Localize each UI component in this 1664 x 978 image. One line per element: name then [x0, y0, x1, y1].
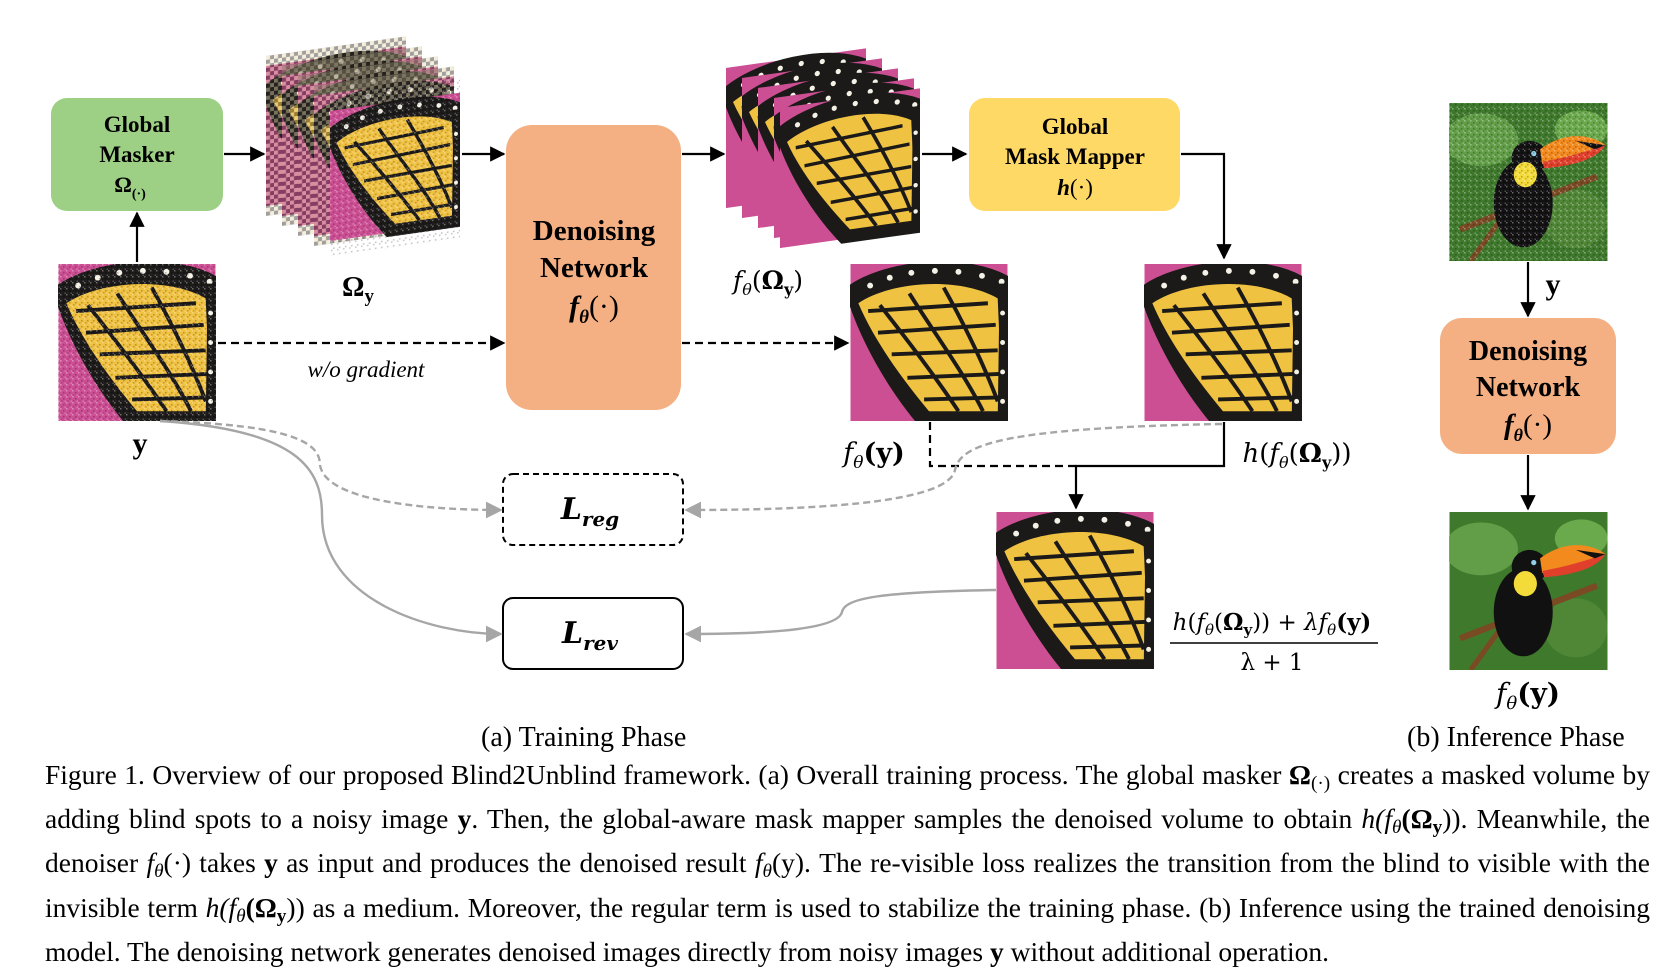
inference-output-image: [1444, 512, 1607, 670]
fraction-numerator: h(fθ(Ωy)) + λfθ(y): [1173, 609, 1372, 639]
mapper-line1: Global: [1042, 114, 1108, 139]
svg-text:Lreg: Lreg: [560, 492, 619, 531]
masked-volume-stack: [266, 36, 460, 256]
inference-fy-label: fθ(y): [1494, 677, 1560, 714]
fusion-fraction: h(fθ(Ωy)) + λfθ(y) λ + 1: [1170, 609, 1378, 676]
svg-text:Lrev: Lrev: [561, 616, 618, 655]
denoiser-line2: Network: [540, 252, 649, 284]
global-mask-mapper-box: Global Mask Mapper h(·): [969, 98, 1180, 211]
inf-denoiser-symbol: fθ(·): [1504, 409, 1552, 445]
h-label: h(fθ(Ωy)): [1242, 439, 1351, 472]
global-masker-box: Global Masker Ω(·): [51, 98, 223, 211]
inference-denoising-network-box: Denoising Network fθ(·): [1440, 318, 1616, 454]
denoiser-line1: Denoising: [533, 215, 656, 247]
fused-image: [992, 512, 1159, 674]
gray-y-to-lrev: [159, 419, 503, 643]
y-label: y: [133, 427, 148, 460]
arrow-mapper-to-h-image: [1181, 152, 1232, 260]
gray-dashed-y-to-lreg: [159, 419, 503, 519]
framework-diagram: Global Masker Ω(·) y Ωy Denoising Networ…: [51, 36, 1616, 714]
inference-y-label: y: [1546, 268, 1561, 301]
mapper-line2: Mask Mapper: [1005, 144, 1145, 169]
l-rev-box: Lrev: [502, 597, 684, 670]
arrow-h-to-fusion: [1068, 422, 1226, 510]
denoised-volume-stack: [722, 48, 925, 253]
masker-symbol: Ω(·): [114, 172, 146, 202]
fraction-denominator: λ + 1: [1240, 650, 1303, 676]
fy-image: [846, 264, 1013, 426]
denoising-network-box: Denoising Network fθ(·): [506, 125, 681, 410]
training-phase-label: (a) Training Phase: [481, 722, 687, 753]
h-output-image: [1140, 264, 1307, 426]
inf-denoiser-line1: Denoising: [1469, 336, 1587, 367]
dashed-fy-to-fusion: [928, 422, 1076, 468]
f-omega-label: fθ(Ωy): [731, 266, 803, 299]
denoiser-symbol: fθ(·): [569, 290, 619, 328]
caption-fig: Figure 1.: [45, 759, 145, 790]
fy-label: fθ(y): [841, 438, 905, 473]
wo-gradient-label: w/o gradient: [308, 357, 426, 382]
inf-denoiser-line2: Network: [1476, 372, 1581, 403]
noisy-input-image: [58, 264, 216, 421]
gray-fusion-to-lrev: [684, 588, 997, 643]
gray-dashed-h-to-lreg: [684, 422, 1223, 519]
masker-line2: Masker: [99, 142, 174, 167]
omega-y-label: Ωy: [342, 272, 374, 307]
inference-noisy-image: [1449, 103, 1608, 261]
mapper-symbol: h(·): [1057, 175, 1093, 200]
masker-line1: Global: [104, 112, 170, 137]
inference-phase-label: (b) Inference Phase: [1407, 722, 1625, 753]
l-reg-box: Lreg: [502, 473, 684, 546]
figure-caption: Figure 1. Overview of our proposed Blind…: [45, 759, 1651, 967]
